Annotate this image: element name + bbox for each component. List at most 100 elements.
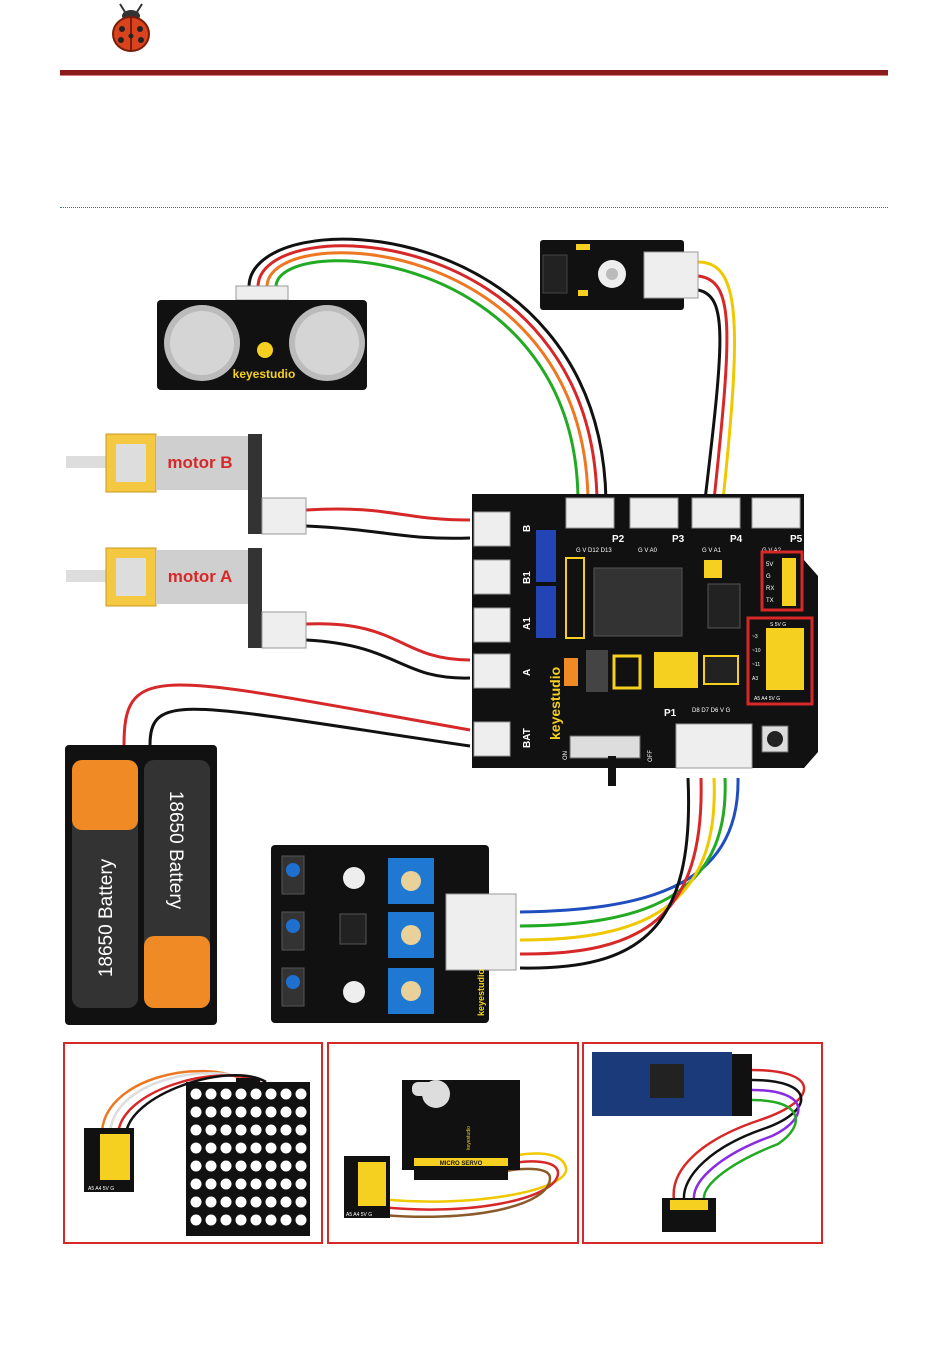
led-dot <box>236 1161 247 1172</box>
led-dot <box>266 1125 277 1136</box>
port-p1-pins: D8 D7 D6 V G <box>692 708 731 714</box>
led-dot <box>251 1107 262 1118</box>
led-dot <box>191 1089 202 1100</box>
bt-callout-pin-label: TX <box>702 1219 708 1226</box>
ir-sensor-wires <box>698 262 735 500</box>
tracking-wires <box>520 778 738 968</box>
servo-label: MICRO SERVO <box>440 1161 483 1167</box>
ultrasonic-brand: keyestudio <box>233 367 296 381</box>
led-dot <box>236 1143 247 1154</box>
led-dot <box>236 1089 247 1100</box>
port-p5 <box>752 498 800 528</box>
port-a <box>474 654 510 688</box>
port-p2 <box>566 498 614 528</box>
led-dot <box>236 1107 247 1118</box>
callout-servo: MICRO SERVO keyestudio A5 A4 5V G <box>328 1043 578 1243</box>
bt-pin-label: G <box>766 574 771 580</box>
io-pin-label: ~11 <box>752 662 760 668</box>
led-dot <box>221 1125 232 1136</box>
led-dot <box>206 1179 217 1190</box>
led-dot <box>296 1125 307 1136</box>
led-dot <box>281 1107 292 1118</box>
bt-pin-label: 5V <box>766 562 773 568</box>
battery-wires <box>124 685 470 746</box>
port-p1 <box>676 724 752 768</box>
servo-brand: keyestudio <box>466 1126 472 1150</box>
bt-callout-pin-label: 5V <box>672 1219 678 1226</box>
port-bat-label: BAT <box>522 728 533 748</box>
led-dot <box>296 1161 307 1172</box>
mini-header-pins-1: A5 A4 5V G <box>88 1186 114 1192</box>
led-dot <box>206 1125 217 1136</box>
led-dot <box>296 1143 307 1154</box>
port-p3-label: P3 <box>672 534 685 545</box>
led-dot <box>281 1089 292 1100</box>
port-a1 <box>474 608 510 642</box>
ir-sensor <box>540 240 698 310</box>
led-dot <box>191 1179 202 1190</box>
led-dot <box>221 1161 232 1172</box>
switch-on-label: ON <box>563 751 569 760</box>
io-header-bottom-labels: A5 A4 5V G <box>754 696 780 702</box>
led-dot <box>281 1143 292 1154</box>
led-dot <box>206 1089 217 1100</box>
io-header-top-labels: S 5V G <box>770 622 786 628</box>
io-pin-label: ~3 <box>752 634 758 640</box>
led-dot <box>266 1215 277 1226</box>
tracking-brand: keyestudio <box>476 968 486 1016</box>
bt-callout-pin-label: RX <box>692 1218 698 1226</box>
led-dot <box>236 1125 247 1136</box>
io-pin-label: A3 <box>752 676 758 682</box>
led-dot <box>221 1215 232 1226</box>
led-dot <box>236 1215 247 1226</box>
led-dot <box>266 1107 277 1118</box>
port-p2-pins: G V D12 D13 <box>576 548 612 554</box>
motor-b-wires <box>306 509 470 538</box>
power-switch <box>570 736 640 758</box>
port-p4-pins: G V A1 <box>702 548 722 554</box>
bt-callout-pin-label: G <box>682 1222 688 1226</box>
port-p1-label: P1 <box>664 708 677 719</box>
led-dot <box>191 1197 202 1208</box>
port-a1-label: A1 <box>522 617 533 630</box>
led-dot <box>236 1179 247 1190</box>
mini-header-pins-2: A5 A4 5V G <box>346 1212 372 1218</box>
led-dot <box>266 1197 277 1208</box>
led-dot <box>251 1197 262 1208</box>
led-dot <box>266 1179 277 1190</box>
io-pin-label: ~10 <box>752 648 761 654</box>
led-dot <box>251 1179 262 1190</box>
port-p4-label: P4 <box>730 534 743 545</box>
led-dot <box>206 1143 217 1154</box>
led-dot <box>206 1197 217 1208</box>
led-dot <box>251 1161 262 1172</box>
port-p5-label: P5 <box>790 534 803 545</box>
shield-brand: keyestudio <box>547 667 563 740</box>
battery-label-2: 18650 Battery <box>165 791 186 910</box>
motor-shield: P2 P3 P4 P5 G V D12 D13 G V A0 G V A1 G … <box>472 494 818 786</box>
callout-bluetooth: 5V G RX TX <box>583 1043 822 1243</box>
motor-a-wires <box>306 624 470 678</box>
led-dot <box>236 1197 247 1208</box>
led-dot <box>206 1107 217 1118</box>
port-p4 <box>692 498 740 528</box>
led-dot <box>191 1215 202 1226</box>
led-dot <box>281 1179 292 1190</box>
led-dot <box>251 1143 262 1154</box>
led-dot <box>221 1089 232 1100</box>
led-dot <box>251 1089 262 1100</box>
led-dot <box>296 1215 307 1226</box>
bt-pin-label: TX <box>766 598 774 604</box>
ultrasonic-sensor: keyestudio <box>157 286 367 390</box>
led-dot <box>221 1197 232 1208</box>
port-b1 <box>474 560 510 594</box>
motor-a: motor A <box>66 548 306 648</box>
motor-b-label: motor B <box>167 453 232 472</box>
line-tracking-sensor: keyestudio <box>271 845 516 1023</box>
battery-holder: 18650 Battery 18650 Battery <box>65 745 217 1025</box>
led-dot <box>296 1179 307 1190</box>
led-dot <box>296 1197 307 1208</box>
port-b-label: B <box>522 525 533 532</box>
battery-label-1: 18650 Battery <box>96 858 117 977</box>
